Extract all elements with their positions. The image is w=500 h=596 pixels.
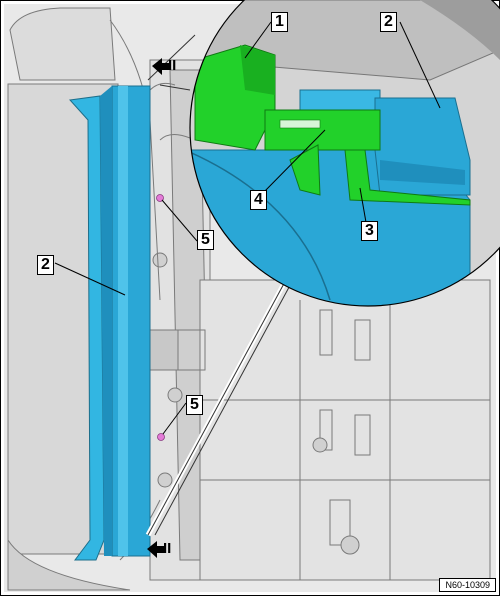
clip-lower	[157, 433, 165, 441]
direction-arrow-bottom-label: II	[163, 540, 172, 557]
leader-lines	[54, 21, 441, 435]
callout-5-upper: 5	[197, 230, 214, 250]
magnifier-line-top-a	[147, 34, 196, 81]
callout-1: 1	[271, 12, 288, 32]
clip-upper	[156, 194, 164, 202]
cyan-rail-part-2	[68, 85, 151, 561]
callout-5-lower: 5	[186, 395, 203, 415]
arrow-left-icon-top	[152, 58, 170, 75]
magnifier-line-top-b	[159, 84, 191, 91]
magnifier-line-a	[147, 277, 288, 536]
callout-2-detail: 2	[380, 12, 397, 32]
direction-arrow-top-label: II	[168, 57, 177, 74]
figure-reference: N60-10309	[439, 578, 496, 592]
callout-3: 3	[361, 221, 378, 241]
callout-4: 4	[250, 190, 267, 210]
arrow-left-icon-bottom	[147, 541, 165, 558]
magnifier-line-b	[154, 277, 295, 536]
detail-circle-outline	[189, 0, 500, 307]
callout-2-main: 2	[37, 255, 54, 275]
